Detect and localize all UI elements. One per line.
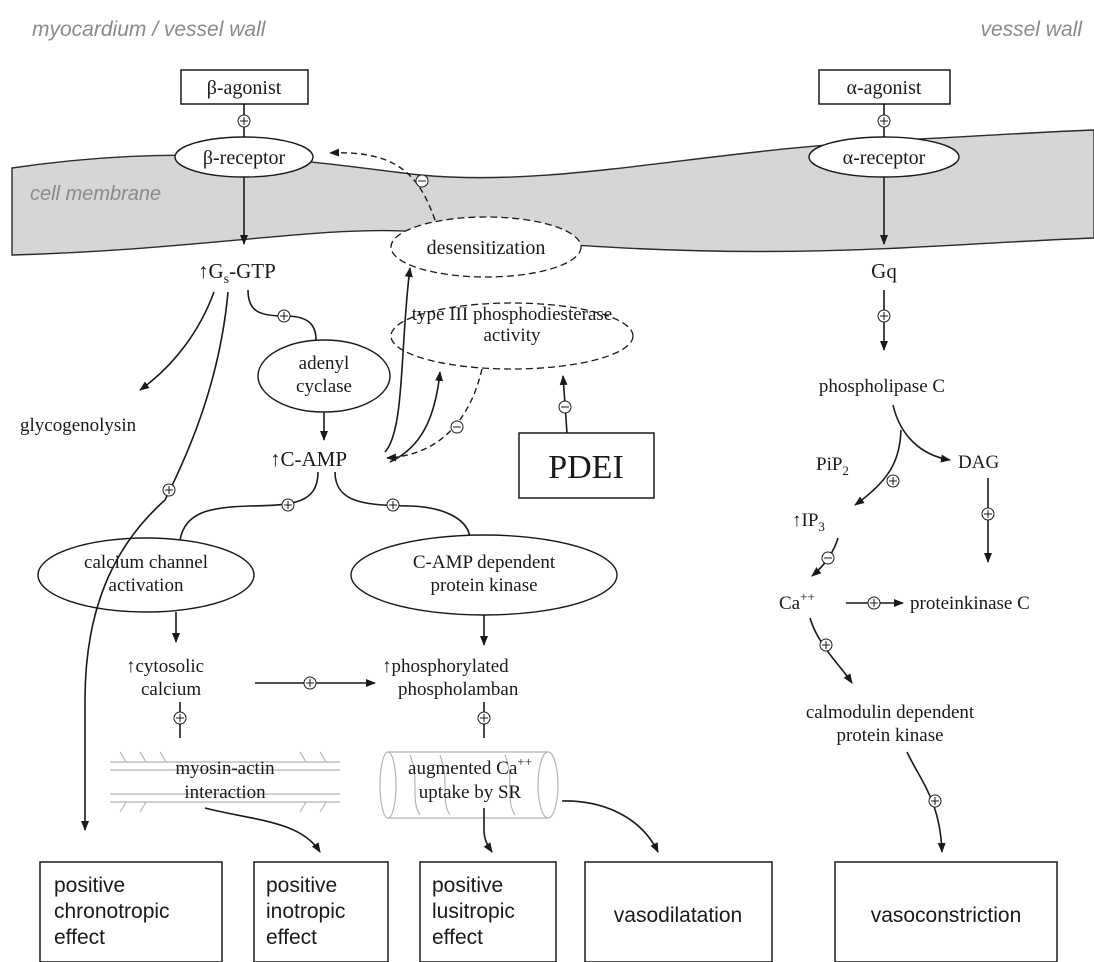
inotropic-effect-line3: effect [266,926,317,949]
camp-protein-kinase-label-line2: protein kinase [430,575,537,596]
dag-label: DAG [958,452,999,473]
inotropic-effect-line1: positive [266,874,337,897]
myosin-actin-label-line2: interaction [184,782,266,803]
plus-sign-icon [877,114,891,128]
desensitization-label: desensitization [427,237,546,259]
camp-protein-kinase-label-line1: C-AMP dependent [413,552,556,573]
calcium-channel-label-line1: calcium channel [84,552,208,573]
plus-sign-icon [277,309,291,323]
minus-sign-icon [558,400,572,414]
chronotropic-effect-line1: positive [54,874,125,897]
proteinkinase-c-label: proteinkinase C [910,593,1030,614]
plus-sign-icon [819,638,833,652]
glycogenolysin-label: glycogenolysin [20,415,137,436]
chronotropic-effect-box [39,861,223,962]
minus-sign-icon [821,551,835,565]
lusitropic-effect-line3: effect [432,926,483,949]
alpha-receptor-label: α-receptor [843,147,926,169]
pdei-label: PDEI [548,449,624,486]
chronotropic-effect-line2: chronotropic [54,900,170,923]
phosphodiesterase-ellipse [390,302,634,370]
augmented-ca-label-line2: uptake by SR [419,782,522,803]
ca-label: Ca++ [779,589,815,614]
vasoconstriction-label: vasoconstriction [871,904,1022,927]
plus-sign-icon [173,711,187,725]
myosin-actin-filament-icon [110,751,340,813]
calmodulin-kinase-label-line1: calmodulin dependent [806,702,975,723]
phospholipase-c-label: phospholipase C [819,376,945,397]
calcium-channel-label-line2: activation [109,575,184,596]
plus-sign-icon [386,498,400,512]
plus-sign-icon [281,498,295,512]
sarcoplasmic-reticulum-icon [379,751,559,819]
minus-sign-icon [450,420,464,434]
desensitization-ellipse [390,216,582,278]
cytosolic-calcium-label-line2: calcium [141,679,201,700]
lusitropic-effect-line1: positive [432,874,503,897]
camp-label: ↑C-AMP [270,447,347,471]
plus-sign-icon [237,114,251,128]
plus-sign-icon [877,309,891,323]
plus-sign-icon [162,483,176,497]
plus-sign-icon [303,676,317,690]
beta-receptor-label: β-receptor [203,147,286,169]
vasodilatation-label: vasodilatation [614,904,742,927]
cytosolic-calcium-label-line1: ↑cytosolic [126,656,204,677]
phosphorylated-phospholamban-label-line1: ↑phosphorylated [382,656,509,677]
plus-sign-icon [886,474,900,488]
gq-label: Gq [871,259,897,283]
alpha-agonist-label: α-agonist [847,77,922,99]
beta-agonist-label: β-agonist [207,77,282,99]
gs-gtp-label: ↑Gs-GTP [198,259,276,287]
myosin-actin-label-line1: myosin-actin [175,758,275,779]
calmodulin-kinase-label-line2: protein kinase [836,725,943,746]
phosphodiesterase-label-line1: type III phosphodiesterase [412,304,613,325]
membrane-label: cell membrane [30,183,161,205]
plus-sign-icon [477,711,491,725]
plus-sign-icon [981,507,995,521]
vasoconstriction-box [834,861,1058,962]
inotropic-effect-line2: inotropic [266,900,345,923]
adenyl-cyclase-label-line2: cyclase [296,376,352,397]
minus-sign-icon [415,174,429,188]
lusitropic-effect-line2: lusitropic [432,900,515,923]
phosphodiesterase-label-line2: activity [484,325,541,346]
pdei-box [518,432,655,499]
inotropic-effect-box [253,861,389,962]
calcium-channel-ellipse [37,537,255,613]
plus-sign-icon [867,596,881,610]
adenyl-cyclase-label-line1: adenyl [299,353,350,374]
chronotropic-effect-line3: effect [54,926,105,949]
phosphorylated-phospholamban-label-line2: phospholamban [398,679,519,700]
pip2-label: PiP2 [816,454,849,478]
augmented-ca-label-line1: augmented Ca++ [408,754,532,779]
plus-sign-icon [928,794,942,808]
region-label-right: vessel wall [980,18,1083,41]
vasodilatation-box [584,861,773,962]
ip3-label: ↑IP3 [792,510,825,534]
beta-agonist-box [180,69,309,105]
lusitropic-effect-box [419,861,557,962]
region-label-left: myocardium / vessel wall [32,18,267,41]
